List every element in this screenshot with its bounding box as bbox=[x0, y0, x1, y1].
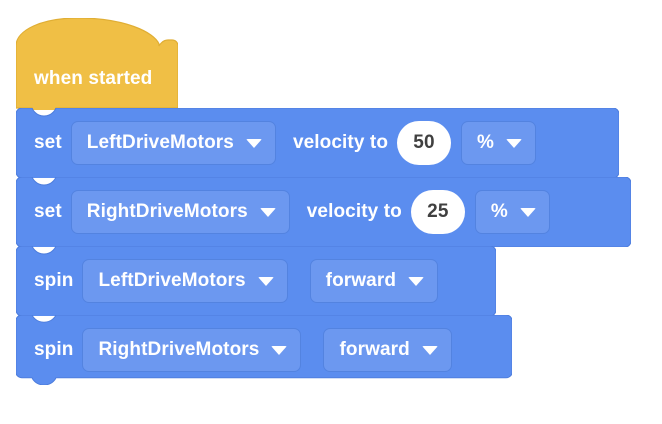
set-keyword-label: set bbox=[34, 201, 62, 222]
motor-group-dropdown-value: LeftDriveMotors bbox=[98, 270, 246, 291]
motor-group-dropdown[interactable]: RightDriveMotors bbox=[82, 328, 302, 372]
spin-left-block[interactable]: spin LeftDriveMotors forward bbox=[16, 246, 496, 316]
block-content-row: set LeftDriveMotors velocity to 50 % bbox=[16, 112, 619, 174]
velocity-to-label: velocity to bbox=[292, 132, 389, 153]
chevron-down-icon bbox=[245, 138, 262, 148]
spin-keyword-label: spin bbox=[34, 339, 74, 360]
velocity-value-field[interactable]: 25 bbox=[410, 190, 465, 234]
motor-group-dropdown-value: LeftDriveMotors bbox=[86, 132, 234, 153]
chevron-down-icon bbox=[271, 345, 288, 355]
set-left-velocity-block[interactable]: set LeftDriveMotors velocity to 50 % bbox=[16, 108, 619, 178]
chevron-down-icon bbox=[259, 207, 276, 217]
direction-dropdown[interactable]: forward bbox=[309, 259, 439, 303]
velocity-unit-dropdown[interactable]: % bbox=[461, 121, 537, 165]
motor-group-dropdown[interactable]: RightDriveMotors bbox=[70, 190, 290, 234]
chevron-down-icon bbox=[519, 207, 536, 217]
spin-keyword-label: spin bbox=[34, 270, 74, 291]
hat-block-shape bbox=[16, 18, 178, 110]
block-content-row: spin RightDriveMotors forward bbox=[16, 319, 512, 381]
hat-block-label: when started bbox=[34, 68, 153, 89]
spin-right-block[interactable]: spin RightDriveMotors forward bbox=[16, 315, 512, 385]
motor-group-dropdown[interactable]: LeftDriveMotors bbox=[70, 121, 276, 165]
motor-group-dropdown-value: RightDriveMotors bbox=[98, 339, 260, 360]
velocity-value: 25 bbox=[427, 201, 449, 222]
velocity-value-field[interactable]: 50 bbox=[397, 121, 452, 165]
direction-dropdown-value: forward bbox=[339, 339, 410, 360]
chevron-down-icon bbox=[506, 138, 523, 148]
velocity-unit-dropdown[interactable]: % bbox=[474, 190, 550, 234]
set-right-velocity-block[interactable]: set RightDriveMotors velocity to 25 % bbox=[16, 177, 631, 247]
block-content-row: spin LeftDriveMotors forward bbox=[16, 250, 496, 312]
velocity-value: 50 bbox=[413, 132, 435, 153]
velocity-unit-dropdown-value: % bbox=[490, 201, 508, 222]
chevron-down-icon bbox=[257, 276, 274, 286]
chevron-down-icon bbox=[421, 345, 438, 355]
when-started-hat-block[interactable]: when started bbox=[16, 18, 178, 110]
direction-dropdown-value: forward bbox=[325, 270, 397, 291]
set-keyword-label: set bbox=[34, 132, 62, 153]
velocity-to-label: velocity to bbox=[306, 201, 402, 222]
velocity-unit-dropdown-value: % bbox=[477, 132, 495, 153]
motor-group-dropdown[interactable]: LeftDriveMotors bbox=[82, 259, 288, 303]
motor-group-dropdown-value: RightDriveMotors bbox=[86, 201, 248, 222]
direction-dropdown[interactable]: forward bbox=[323, 328, 452, 372]
chevron-down-icon bbox=[408, 276, 425, 286]
block-content-row: set RightDriveMotors velocity to 25 % bbox=[16, 181, 631, 243]
